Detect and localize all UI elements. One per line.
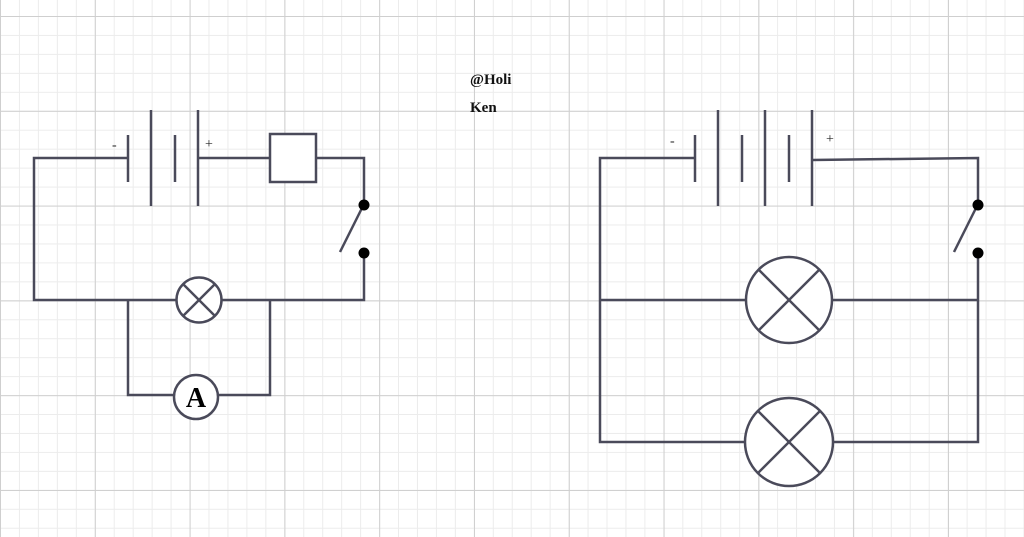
left-battery-minus-label: - xyxy=(112,138,117,153)
left-wire-loop xyxy=(32,156,366,302)
left-circuit: - + A xyxy=(32,110,370,421)
left-battery xyxy=(126,110,200,206)
ammeter-label: A xyxy=(186,383,207,414)
right-battery xyxy=(693,110,814,206)
left-lamp xyxy=(175,276,223,324)
credit-line-2: Ken xyxy=(470,100,497,116)
right-lamp-upper xyxy=(744,255,834,345)
left-ammeter: A xyxy=(172,373,220,421)
right-lamp-lower xyxy=(743,396,835,488)
left-battery-plus-label: + xyxy=(205,137,213,152)
left-switch xyxy=(338,199,370,259)
right-circuit: - + xyxy=(598,110,984,488)
credit-line-1: @Holi xyxy=(470,72,512,88)
left-fuse xyxy=(268,132,318,184)
right-battery-minus-label: - xyxy=(670,134,675,149)
right-battery-plus-label: + xyxy=(826,132,834,147)
left-ammeter-branch xyxy=(126,300,272,397)
right-switch xyxy=(952,199,984,259)
